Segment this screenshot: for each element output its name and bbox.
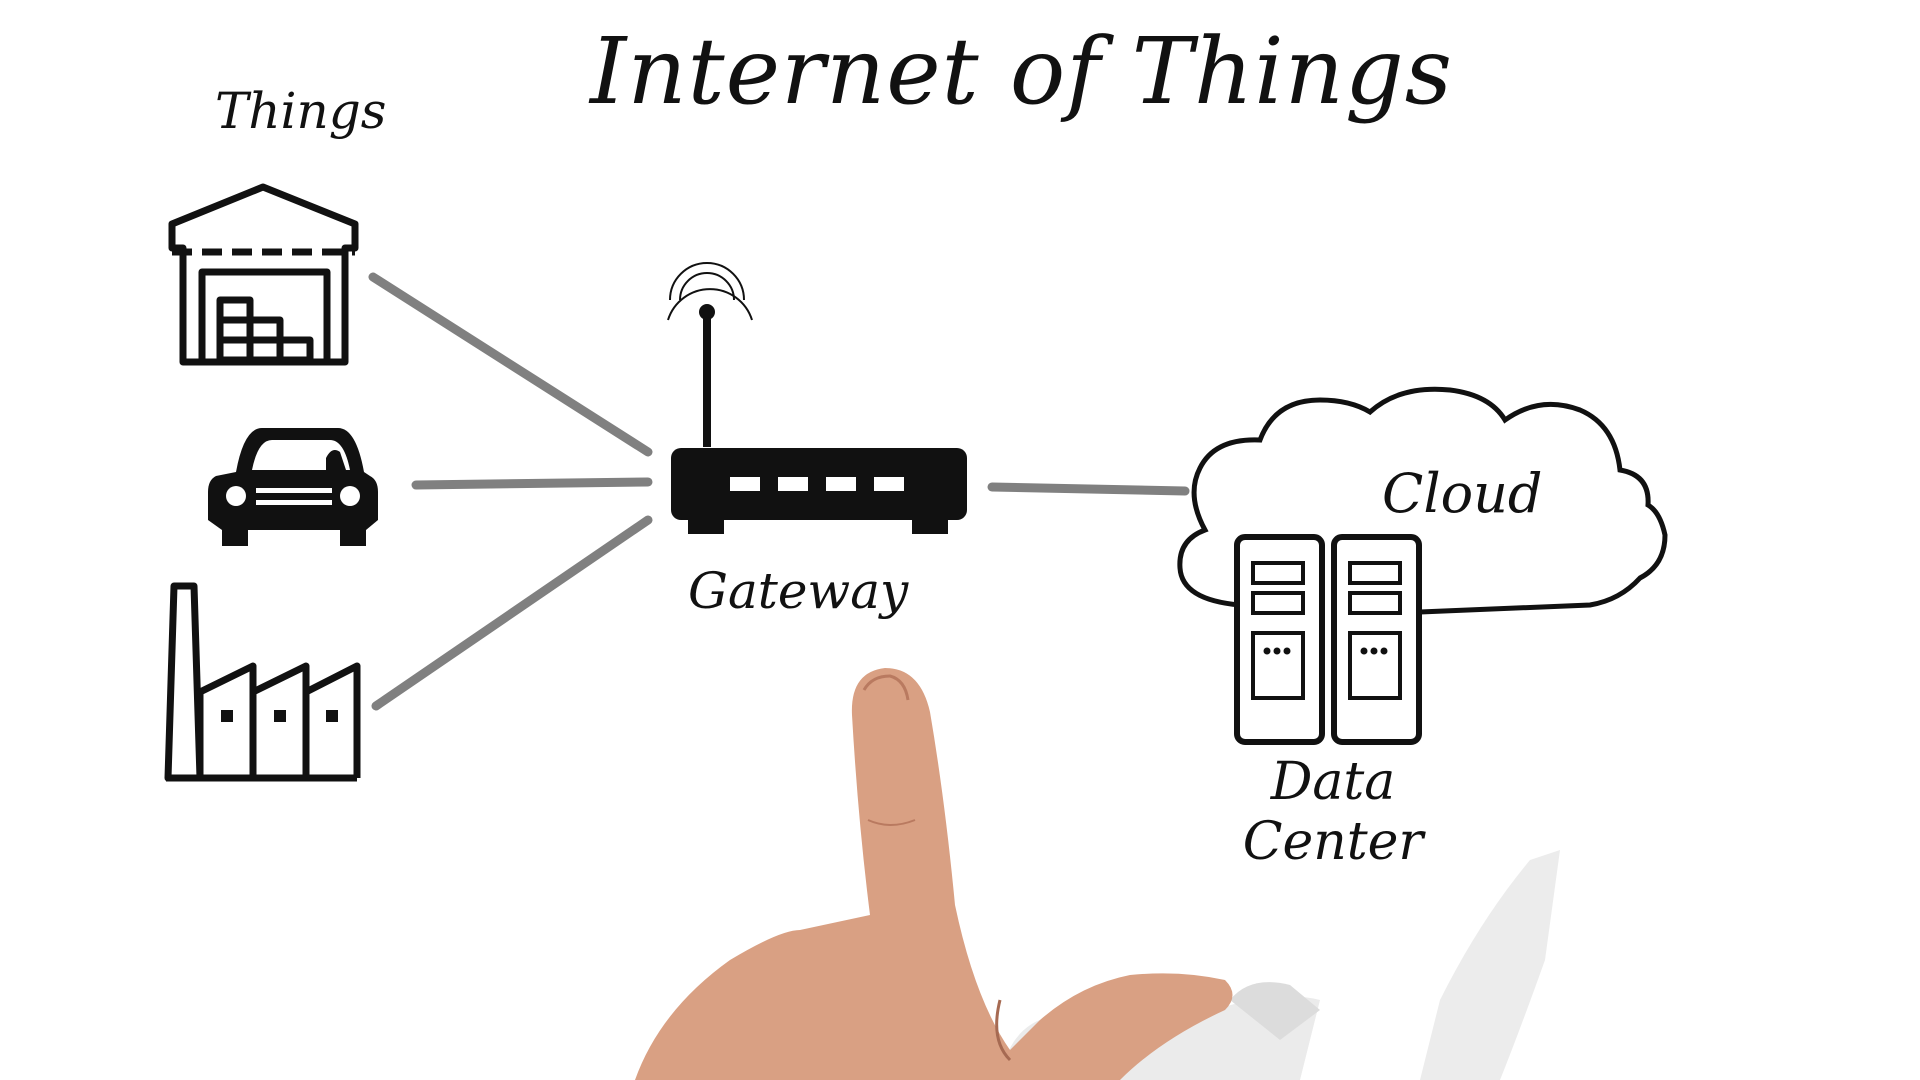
data-center-label-line1: Data xyxy=(1270,752,1396,812)
connector-warehouse-gateway xyxy=(368,272,653,457)
warehouse-icon xyxy=(168,183,359,366)
router-icon xyxy=(667,262,967,534)
connectors xyxy=(368,272,1190,711)
factory-icon xyxy=(164,582,361,782)
things-label: Things xyxy=(215,82,387,140)
cloud-label: Cloud xyxy=(1382,462,1543,525)
data-center-label: Data Center xyxy=(1228,752,1438,872)
pointing-hand xyxy=(635,668,1560,1080)
connector-factory-gateway xyxy=(371,515,653,711)
data-center-label-line2: Center xyxy=(1242,812,1424,872)
gateway-label: Gateway xyxy=(688,562,909,620)
connector-gateway-cloud xyxy=(987,482,1190,496)
server-icon xyxy=(1234,534,1422,745)
diagram-title: Internet of Things xyxy=(590,18,1453,125)
cloud-icon xyxy=(1177,386,1668,616)
connector-car-gateway xyxy=(411,477,653,490)
car-icon xyxy=(208,428,378,546)
